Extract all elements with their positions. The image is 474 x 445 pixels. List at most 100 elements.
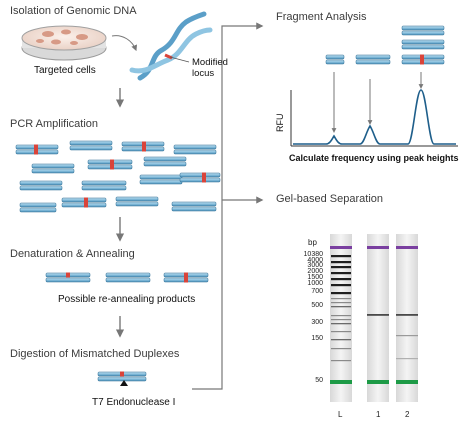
pcr-duplex-2-top — [69, 140, 113, 146]
pcr-duplex-4-bottom — [173, 149, 217, 155]
ladder-band-minor — [331, 331, 351, 333]
reannealed-duplex-3 — [163, 272, 209, 283]
pcr-duplex-13 — [115, 196, 159, 207]
ladder-band-500 — [331, 306, 351, 308]
ladder-size-label: 2000 — [307, 268, 323, 275]
cells-to-locus-arrow — [111, 35, 137, 52]
fragment-mid-1 — [355, 54, 391, 65]
pcr-duplex-6 — [87, 159, 133, 170]
reannealed-duplex-2-top — [105, 272, 151, 278]
pcr-duplex-3-bottom — [121, 146, 165, 152]
pcr-duplex-8 — [19, 180, 63, 191]
pcr-duplex-2 — [69, 140, 113, 151]
fragment-mid-1-top — [355, 54, 391, 60]
pcr-duplex-9-top — [81, 180, 127, 186]
gel-lane-1 — [367, 234, 389, 402]
reannealed-duplex-2-bottom — [105, 277, 151, 283]
pcr-duplex-12-bottom — [61, 202, 107, 208]
reannealed-duplex-3-top — [163, 272, 209, 278]
pcr-duplex-1-bottom — [15, 149, 59, 155]
pcr-duplex-7 — [143, 156, 187, 167]
pcr-duplex-13-top — [115, 196, 159, 202]
modified-locus-label-2: locus — [192, 68, 215, 79]
connector-to-analysis — [192, 22, 264, 390]
pcr-duplex-7-top — [143, 156, 187, 162]
ladder-band-3000 — [331, 266, 351, 269]
fragment-short-1-bottom — [325, 59, 345, 65]
fragment-strands — [325, 25, 445, 65]
ladder-size-label: 3000 — [307, 262, 323, 269]
ladder-band-300 — [331, 323, 351, 325]
lower-marker-lane-1 — [367, 380, 389, 384]
pcr-duplex-12-top — [61, 197, 107, 203]
ladder-band-minor — [331, 360, 351, 362]
t7-endonuclease-label: T7 Endonuclease I — [92, 397, 176, 408]
modified-locus-label-1: Modified — [192, 57, 228, 68]
pcr-duplex-15 — [19, 202, 57, 213]
ladder-size-label: 700 — [311, 288, 323, 295]
ladder-band-minor — [331, 319, 351, 321]
pcr-duplex-8-bottom — [19, 185, 63, 191]
pcr-duplex-1-top — [15, 144, 59, 150]
pcr-duplex-5 — [31, 163, 75, 174]
pcr-duplex-1 — [15, 144, 59, 155]
fragment-full-mid-bottom — [401, 44, 445, 50]
pcr-duplex-11 — [179, 172, 221, 183]
fragment-full-mid-top — [401, 39, 445, 45]
fragment-short-1-top — [325, 54, 345, 60]
ladder-band-2000 — [331, 272, 351, 275]
targeted-cells-label: Targeted cells — [34, 65, 96, 76]
ladder-size-label: 10380 — [303, 251, 323, 258]
ladder-band-700 — [331, 292, 351, 295]
ladder-band-minor — [331, 302, 351, 304]
digested-duplex-top — [97, 371, 147, 377]
gel-lane-label-1: 1 — [376, 410, 381, 419]
lane-2-band-parent — [396, 314, 418, 316]
ladder-band-1500 — [331, 278, 351, 281]
ladder-band-minor — [331, 315, 351, 317]
pcr-duplex-5-top — [31, 163, 75, 169]
pcr-duplex-6-bottom — [87, 164, 133, 170]
pcr-duplex-10-top — [139, 174, 183, 180]
lane-2-band-cleaved-2 — [396, 358, 418, 360]
fragment-full-top-bottom — [401, 30, 445, 36]
step-denaturation-heading: Denaturation & Annealing — [10, 248, 135, 260]
pcr-duplex-4-top — [173, 144, 217, 150]
calc-frequency-label: Calculate frequency using peak heights — [289, 153, 459, 163]
reannealed-duplex-1-top — [45, 272, 91, 278]
upper-marker-lane-1 — [367, 246, 389, 249]
reannealed-duplex-3-bottom — [163, 277, 209, 283]
ladder-band-150 — [331, 339, 351, 341]
pcr-duplex-2-bottom — [69, 145, 113, 151]
step-fragment-heading: Fragment Analysis — [276, 11, 367, 23]
fragment-full-top-top — [401, 25, 445, 31]
pcr-duplex-10 — [139, 174, 183, 185]
ladder-size-label: 300 — [311, 319, 323, 326]
upper-marker-lane-2 — [396, 246, 418, 249]
gel — [330, 234, 418, 402]
fragment-full-mismatch — [401, 54, 445, 65]
ladder-band-minor — [331, 348, 351, 350]
reannealed-duplex-2 — [105, 272, 151, 283]
ladder-size-label: 500 — [311, 302, 323, 309]
pcr-duplex-3-top — [121, 141, 165, 147]
step-pcr-heading: PCR Amplification — [10, 118, 99, 130]
reannealed-duplex-1-bottom — [45, 277, 91, 283]
pcr-duplex-12 — [61, 197, 107, 208]
ladder-size-label: 150 — [311, 335, 323, 342]
gel-lane-2 — [396, 234, 418, 402]
lane-1-band — [367, 314, 389, 316]
ladder-band-10380 — [331, 255, 351, 258]
chromatogram — [290, 89, 458, 147]
pcr-duplex-9-bottom — [81, 185, 127, 191]
pcr-duplex-15-bottom — [19, 207, 57, 213]
lower-marker-ladder — [330, 380, 352, 384]
pcr-duplex-10-bottom — [139, 179, 183, 185]
pcr-duplex-14-bottom — [171, 206, 217, 212]
step-digestion-heading: Digestion of Mismatched Duplexes — [10, 348, 180, 360]
pcr-duplex-11-bottom — [179, 177, 221, 183]
locus-pointer-line — [169, 56, 190, 63]
pcr-duplex-6-top — [87, 159, 133, 165]
fragment-full-top — [401, 25, 445, 36]
pcr-duplex-13-bottom — [115, 201, 159, 207]
